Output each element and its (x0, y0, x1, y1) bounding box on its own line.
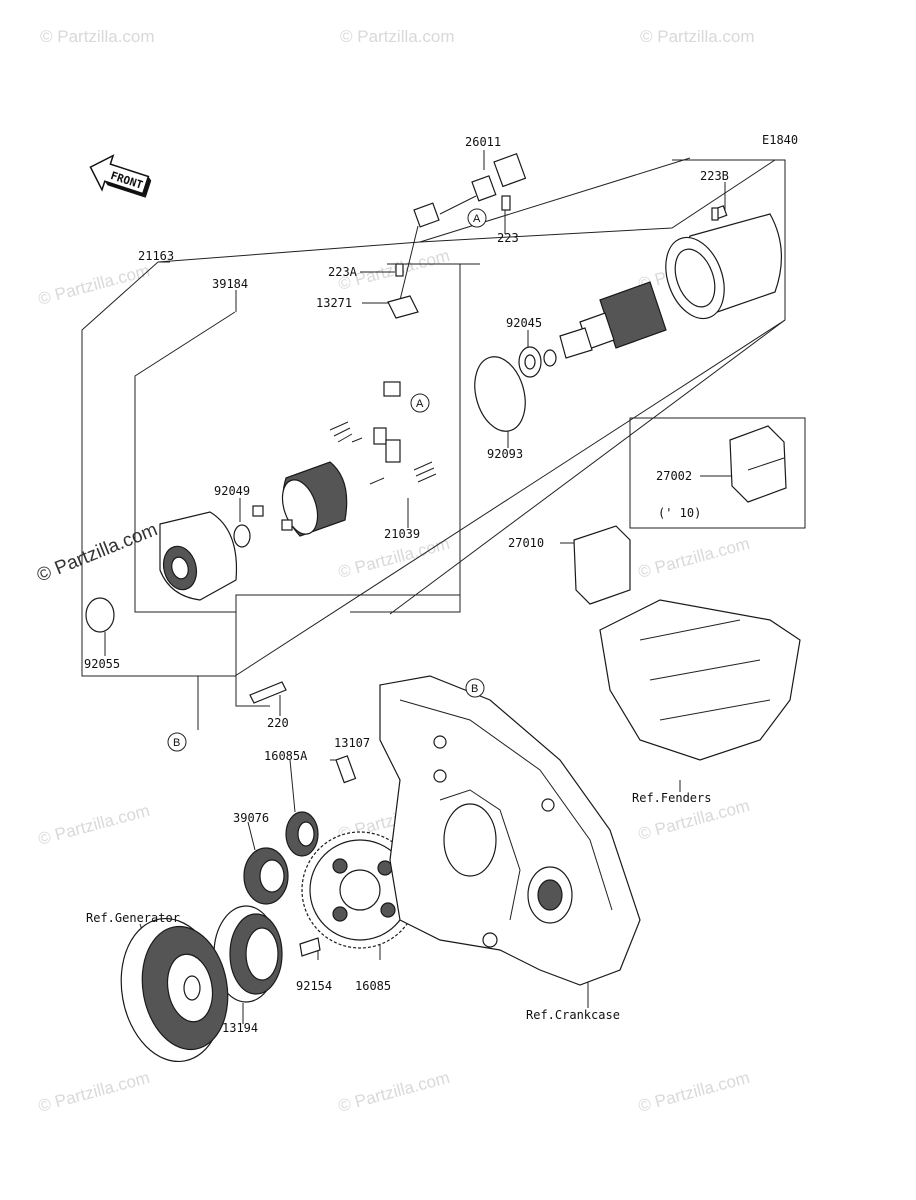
bolt-92154 (299, 937, 321, 957)
watermark: © Partzilla.com (36, 261, 152, 309)
svg-text:A: A (416, 398, 424, 410)
seal-92049 (233, 524, 251, 548)
relay-box-panel (629, 417, 806, 529)
ref-crankcase: Ref.Crankcase (526, 1008, 620, 1022)
part-label-39184: 39184 (212, 277, 248, 291)
part-label-39076: 39076 (233, 811, 269, 825)
ref-generator: Ref.Generator (86, 911, 180, 925)
ref-fenders: Ref.Fenders (632, 791, 711, 805)
watermark: © Partzilla.com (336, 1068, 452, 1116)
end-cover (159, 511, 238, 601)
part-label-16085: 16085 (355, 979, 391, 993)
callout-b-right: B (465, 678, 485, 698)
assembly-outlines (81, 157, 786, 707)
watermark-prominent: © Partzilla.com (34, 519, 161, 586)
generator-rotor (120, 917, 229, 1063)
crankcase (379, 675, 641, 986)
o-ring-92093 (474, 356, 526, 432)
part-label-92049: 92049 (214, 484, 250, 498)
diagram-code: E1840 (762, 133, 798, 147)
part-label-16085A: 16085A (264, 749, 308, 763)
svg-text:B: B (471, 683, 478, 695)
starter-motor (665, 205, 782, 320)
watermark: © Partzilla.com (640, 27, 755, 46)
watermark: © Partzilla.com (636, 534, 752, 582)
armature (559, 281, 667, 359)
part-labels: 26011 223B 223 21163 223A 39184 13271 92… (84, 135, 729, 1035)
part-label-21163: 21163 (138, 249, 174, 263)
bolt-220 (249, 681, 287, 704)
callout-a-lower: A (410, 393, 430, 413)
watermark: © Partzilla.com (636, 1068, 752, 1116)
part-label-27010: 27010 (508, 536, 544, 550)
lead-wire (399, 153, 527, 301)
plate-13271 (387, 295, 419, 319)
part-label-92154: 92154 (296, 979, 332, 993)
part-label-92045: 92045 (506, 316, 542, 330)
part-label-26011: 26011 (465, 135, 501, 149)
starter-clutch-gear (301, 831, 419, 949)
part-label-223A: 223A (328, 265, 358, 279)
part-label-223B: 223B (700, 169, 729, 183)
relay-bracket (573, 525, 801, 761)
idle-gear-lower (243, 847, 289, 905)
one-way-clutch (213, 905, 283, 1003)
watermark: © Partzilla.com (340, 27, 455, 46)
part-label-27002: 27002 (656, 469, 692, 483)
front-arrow-icon: FRONT (89, 154, 152, 198)
svg-text:A: A (473, 213, 481, 225)
watermark: © Partzilla.com (40, 27, 155, 46)
part-label-21039: 21039 (384, 527, 420, 541)
watermark: © Partzilla.com (36, 1068, 152, 1116)
part-label-92055: 92055 (84, 657, 120, 671)
part-label-223: 223 (497, 231, 519, 245)
part-label-13107: 13107 (334, 736, 370, 750)
part-label-220: 220 (267, 716, 289, 730)
part-label-92093: 92093 (487, 447, 523, 461)
callout-b-left: B (167, 732, 187, 752)
callout-a-upper: A (467, 208, 487, 228)
svg-text:B: B (173, 737, 180, 749)
o-ring-92055 (85, 597, 115, 633)
watermark: © Partzilla.com (36, 801, 152, 849)
idle-gear-upper (285, 755, 357, 857)
part-label-year-10: (' 10) (658, 506, 701, 520)
part-label-13194: 13194 (222, 1021, 258, 1035)
part-label-13271: 13271 (316, 296, 352, 310)
watermark: © Partzilla.com (336, 534, 452, 582)
